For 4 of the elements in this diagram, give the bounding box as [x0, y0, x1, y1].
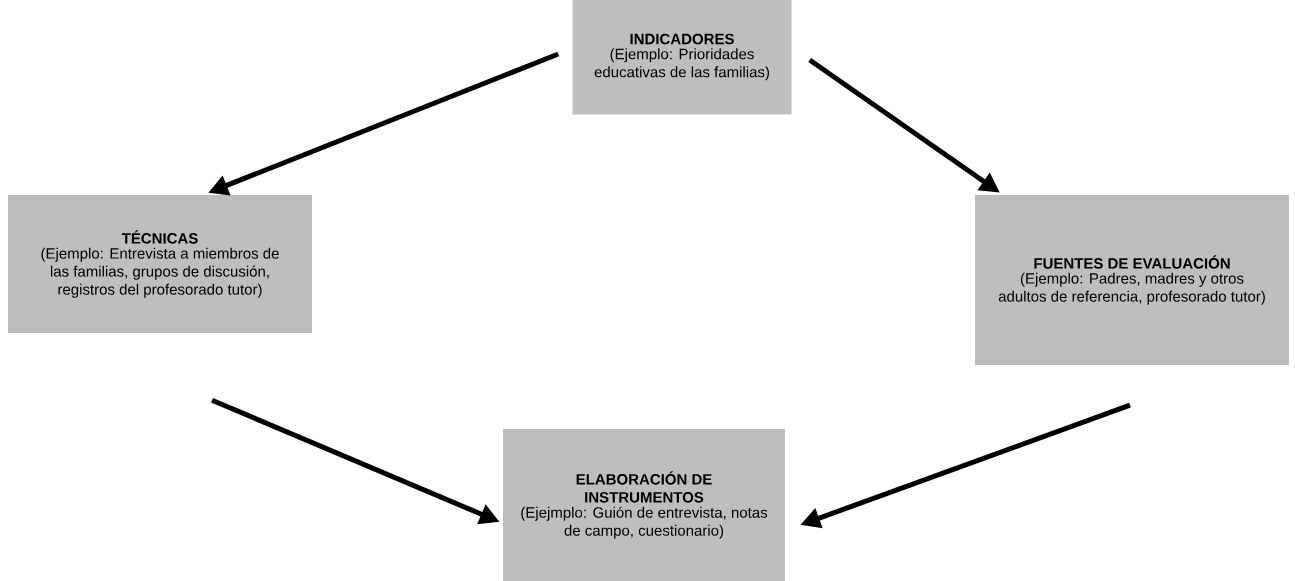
process-box: FUENTES DE EVALUACIÓN (Ejemplo: Padres, madres y otros adultos de referencia, profesorado tutor) — [975, 195, 1289, 365]
process-box: INDICADORES (Ejemplo: Prioridades educativas de las familias) — [572, 0, 792, 115]
process-box: ELABORACIÓN DE INSTRUMENTOS (Ejejmplo: Guión de entrevista, notas de campo, cuestionario) — [503, 429, 785, 581]
process-box: TÉCNICAS (Ejemplo: Entrevista a miembros de las familias, grupos de discusión, registros del profesorado tutor) — [8, 195, 312, 333]
